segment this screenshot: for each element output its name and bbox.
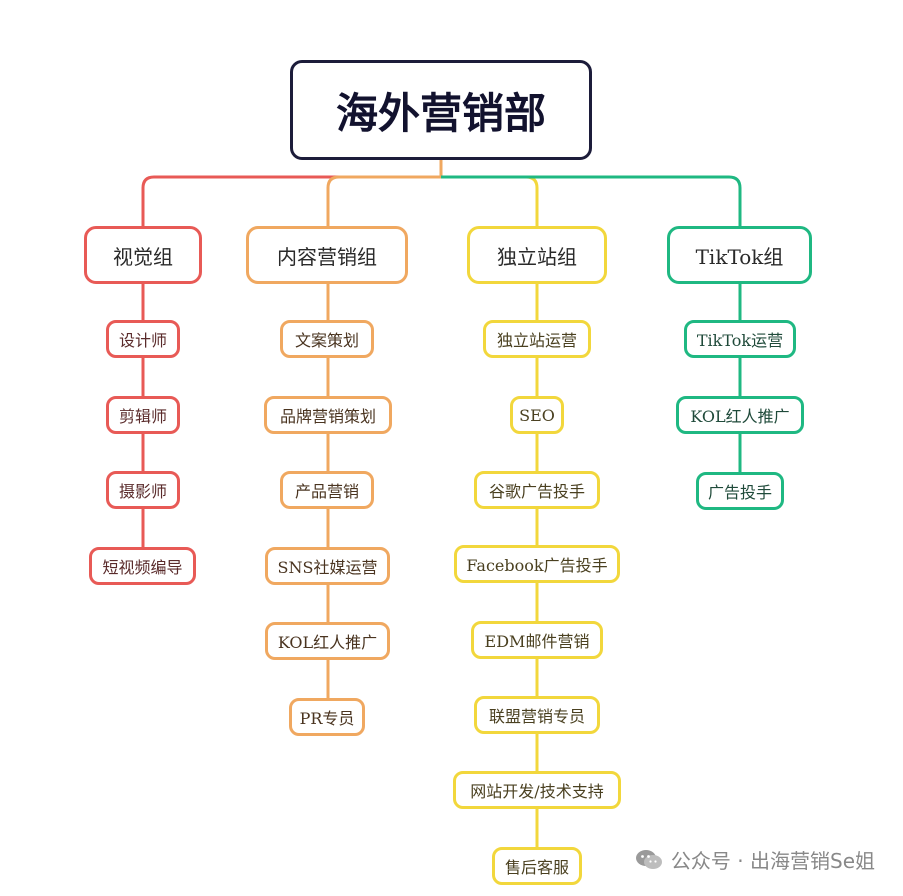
wechat-icon <box>635 849 662 869</box>
item-node: 设计师 <box>106 320 180 358</box>
branch-site <box>441 175 539 226</box>
item-node: 售后客服 <box>492 847 582 885</box>
root-node: 海外营销部 <box>290 60 592 160</box>
item-node: 品牌营销策划 <box>264 396 392 434</box>
item-node: 剪辑师 <box>106 396 180 434</box>
item-node: SNS社媒运营 <box>265 547 390 585</box>
group-visual: 视觉组 <box>84 226 202 284</box>
branch-visual <box>141 175 441 226</box>
item-node: 短视频编导 <box>89 547 196 585</box>
item-node: EDM邮件营销 <box>471 621 603 659</box>
item-node: Facebook广告投手 <box>454 545 620 583</box>
item-node: 广告投手 <box>696 472 784 510</box>
watermark: 公众号 · 出海营销Se姐 <box>635 845 875 874</box>
group-tiktok: TikTok组 <box>667 226 812 284</box>
item-node: 网站开发/技术支持 <box>453 771 621 809</box>
item-node: KOL红人推广 <box>265 622 390 660</box>
item-node: 文案策划 <box>280 320 374 358</box>
branch-tiktok <box>441 175 742 226</box>
item-node: 联盟营销专员 <box>474 696 600 734</box>
item-node: 谷歌广告投手 <box>474 471 600 509</box>
item-node: PR专员 <box>289 698 365 736</box>
item-node: 摄影师 <box>106 471 180 509</box>
group-content: 内容营销组 <box>246 226 408 284</box>
item-node: 产品营销 <box>280 471 374 509</box>
item-node: KOL红人推广 <box>676 396 804 434</box>
group-site: 独立站组 <box>467 226 607 284</box>
watermark-text: 公众号 · 出海营销Se姐 <box>670 849 875 873</box>
item-node: SEO <box>510 396 564 434</box>
branch-content <box>326 175 441 226</box>
item-node: 独立站运营 <box>483 320 591 358</box>
item-node: TikTok运营 <box>684 320 796 358</box>
